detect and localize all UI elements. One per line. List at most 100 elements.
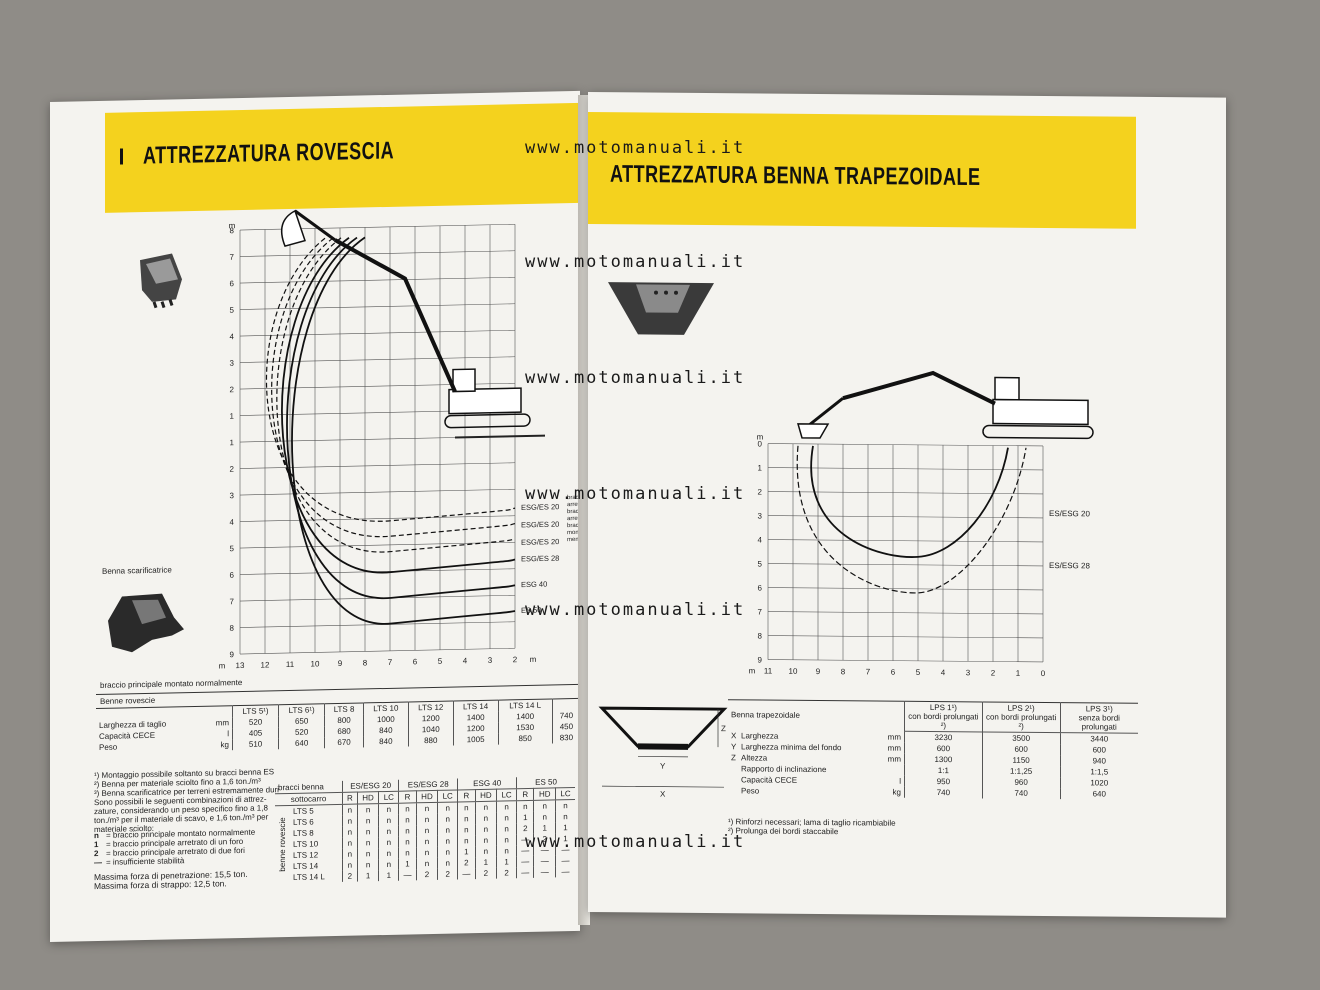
spec-cell: 1150 — [982, 754, 1060, 767]
combo-subcol: R — [342, 792, 358, 805]
combo-cell: n — [398, 802, 417, 815]
y-tick-label: 8 — [758, 631, 763, 640]
left-page: ATTREZZATURA ROVESCIA Benna scarificatri… — [50, 90, 580, 943]
combo-cell: n — [533, 799, 556, 812]
spec-cell: 740 — [904, 786, 983, 799]
combo-cell: n — [357, 826, 379, 838]
x-tick-label: 8 — [841, 667, 846, 676]
combo-cell: n — [378, 858, 399, 871]
boom — [842, 370, 996, 406]
combo-row-name: LTS 14 L — [293, 872, 325, 882]
right-footnotes: ¹) Rinforzi necessari; lama di taglio ri… — [728, 817, 1128, 838]
combo-cell: n — [416, 846, 438, 859]
spec-col-header: LTS 8 — [324, 702, 364, 716]
combo-cell: n — [437, 813, 458, 825]
watermark-text: www.motomanuali.it — [525, 600, 746, 620]
combo-subcol: HD — [533, 787, 556, 801]
range-curve — [286, 236, 516, 599]
combo-cell: n — [342, 859, 358, 871]
combo-cell: n — [342, 837, 358, 849]
combo-cell: 1 — [398, 858, 417, 870]
dim-y-label: Y — [660, 762, 666, 771]
grid-line — [768, 659, 1043, 663]
combo-cell: n — [357, 837, 379, 849]
combo-cell: n — [457, 835, 476, 847]
combo-subcol: HD — [475, 789, 497, 802]
x-tick-label: 2 — [513, 655, 518, 664]
spec-cell: 800 — [324, 714, 364, 727]
combo-cell: 1 — [378, 869, 399, 882]
x-tick-label: 11 — [286, 660, 295, 669]
spec-row-label: Peso kg — [99, 740, 229, 752]
right-page-title: ATTREZZATURA BENNA TRAPEZOIDALE — [610, 160, 981, 191]
x-tick-label: 8 — [363, 658, 368, 667]
grid-line — [768, 635, 1043, 639]
spec-cell: 3500 — [982, 731, 1060, 745]
bucket-cross-section-diagram: Y X Z — [598, 706, 728, 799]
combo-cell: — — [516, 866, 534, 879]
combo-cell: n — [437, 835, 458, 847]
combo-cell: n — [378, 847, 399, 860]
curve-note: braccio principale — [567, 508, 580, 515]
y-tick-label: 8 — [230, 624, 235, 633]
curve-label: ESG/ES 20 — [521, 520, 559, 530]
y-tick-label: 3 — [758, 511, 763, 520]
combo-cell: n — [342, 848, 358, 860]
combo-cell: n — [357, 848, 379, 860]
combo-cell: n — [416, 835, 438, 848]
spec-cell: 3230 — [904, 731, 983, 744]
spec-cell: 1005 — [453, 733, 499, 746]
combo-cell: n — [555, 799, 575, 812]
grid-line — [768, 443, 1043, 447]
combo-cell: n — [378, 803, 399, 816]
spec-cell: 670 — [324, 736, 364, 749]
grid-line — [768, 491, 1043, 495]
curve-label: ES 50 — [521, 605, 541, 614]
x-unit-label: m — [530, 655, 537, 664]
spec-cell: 830 — [552, 731, 580, 744]
grid-line — [768, 587, 1043, 591]
grid-line — [240, 329, 515, 337]
cab — [452, 368, 476, 393]
combo-cell: n — [475, 812, 497, 825]
y-tick-label: 5 — [230, 544, 235, 553]
combo-subcol: LC — [437, 789, 458, 803]
grid-line — [768, 539, 1043, 543]
combo-cell: n — [398, 847, 417, 859]
combo-cell: n — [457, 813, 476, 825]
combo-cell: n — [457, 801, 476, 814]
combo-subcol: R — [457, 789, 476, 802]
left-page-title: ATTREZZATURA ROVESCIA — [143, 136, 395, 170]
combo-cell: — — [516, 855, 534, 868]
x-tick-label: 10 — [311, 659, 320, 668]
scarifier-bucket-label: Benna scarificatrice — [102, 565, 172, 576]
combo-cell: n — [475, 823, 497, 836]
spec-cell: 880 — [408, 734, 454, 747]
combo-cell: n — [398, 836, 417, 848]
combo-cell: n — [342, 815, 358, 827]
grid-line — [240, 541, 515, 549]
watermark-text: www.motomanuali.it — [525, 368, 746, 388]
grid-line — [240, 515, 515, 522]
track — [982, 424, 1094, 440]
combo-cell: 2 — [342, 870, 358, 882]
combo-cell: 1 — [496, 856, 517, 868]
spec-cell: 740 — [982, 787, 1060, 800]
y-tick-label: 2 — [758, 487, 763, 496]
spec-cell: 1:1,5 — [1060, 766, 1138, 778]
spec-cell: 680 — [324, 725, 364, 738]
y-tick-label: 8 — [230, 226, 235, 235]
combo-cell: n — [416, 824, 438, 837]
combo-cell: 2 — [475, 867, 497, 880]
y-tick-label: 4 — [230, 332, 235, 341]
combo-cell: n — [437, 857, 458, 869]
y-unit-label: m — [229, 221, 236, 230]
combo-cell: n — [533, 811, 556, 823]
curve-note: braccio principale — [567, 522, 580, 529]
combo-cell: n — [416, 813, 438, 826]
x-tick-label: 5 — [438, 657, 443, 666]
grid-line — [240, 621, 515, 628]
